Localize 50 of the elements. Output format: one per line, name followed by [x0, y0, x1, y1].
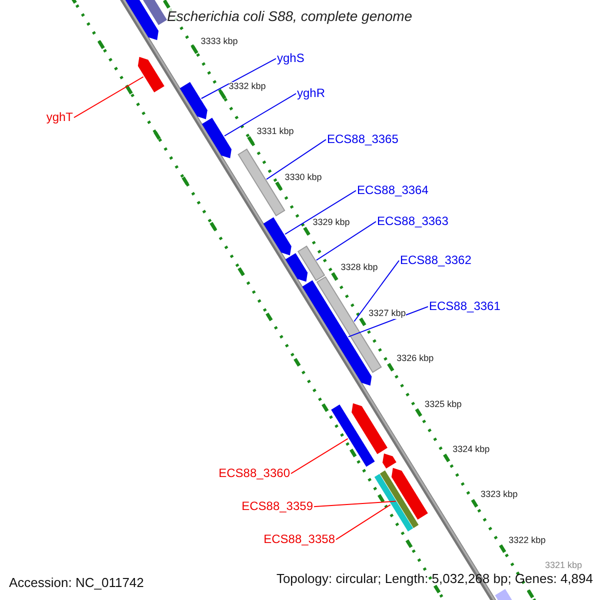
gene-label: ECS88_3362 [400, 254, 472, 268]
gene-segment [238, 148, 286, 216]
gene-segment [352, 403, 388, 454]
leader-line [74, 76, 144, 118]
gene-label: ECS88_3361 [429, 300, 500, 314]
scale-label: 3330 kbp [284, 172, 322, 183]
scale-label: 3323 kbp [480, 490, 518, 500]
gene-segment [202, 118, 232, 158]
gene-segment [263, 217, 292, 256]
scale-label: 3331 kbp [256, 127, 294, 138]
gene-segment [331, 404, 375, 467]
scale-label: 3326 kbp [396, 354, 434, 364]
gene-segment [138, 56, 164, 92]
map-title: Escherichia coli S88, complete genome [167, 9, 412, 24]
scale-label: 3325 kbp [424, 400, 462, 410]
leader-line [336, 504, 391, 540]
leader-line [354, 260, 400, 322]
gene-segment [180, 82, 208, 120]
scale-label: 3321 kbp [545, 561, 582, 571]
gene-label: ECS88_3364 [357, 184, 428, 198]
leader-line [200, 58, 276, 99]
leader-line [266, 139, 326, 180]
scale-label: 3333 kbp [200, 36, 238, 47]
info-text: Accession: NC_011742 [9, 576, 144, 590]
gene-label: ECS88_3360 [218, 467, 290, 480]
leader-line [314, 500, 396, 508]
gene-segment [285, 253, 308, 282]
scale-label: 3327 kbp [368, 308, 406, 319]
gene-segment [380, 470, 419, 528]
gene-label: ECS88_3365 [327, 133, 398, 146]
gene-segment [297, 246, 326, 282]
scale-label: 3328 kbp [340, 263, 378, 274]
leader-line [284, 190, 356, 235]
gene-label: yghR [297, 87, 326, 100]
gene-segment [392, 468, 428, 520]
gene-label: ECS88_3358 [264, 533, 335, 546]
leader-line [224, 93, 296, 136]
scale-label: 3322 kbp [508, 536, 546, 546]
scale-label: 3332 kbp [228, 82, 266, 92]
gene-segment [374, 474, 414, 532]
leader-line [290, 438, 348, 474]
scale-label: 3324 kbp [452, 444, 490, 455]
gene-segment [382, 454, 396, 468]
gene-label: ECS88_3363 [377, 215, 448, 228]
gene-label: ECS88_3359 [242, 500, 313, 514]
leader-line [316, 221, 376, 261]
gene-label: yghS [277, 52, 304, 66]
scale-label: 3329 kbp [312, 218, 350, 228]
leader-line [348, 306, 428, 338]
gene-label: yghT [46, 111, 73, 124]
